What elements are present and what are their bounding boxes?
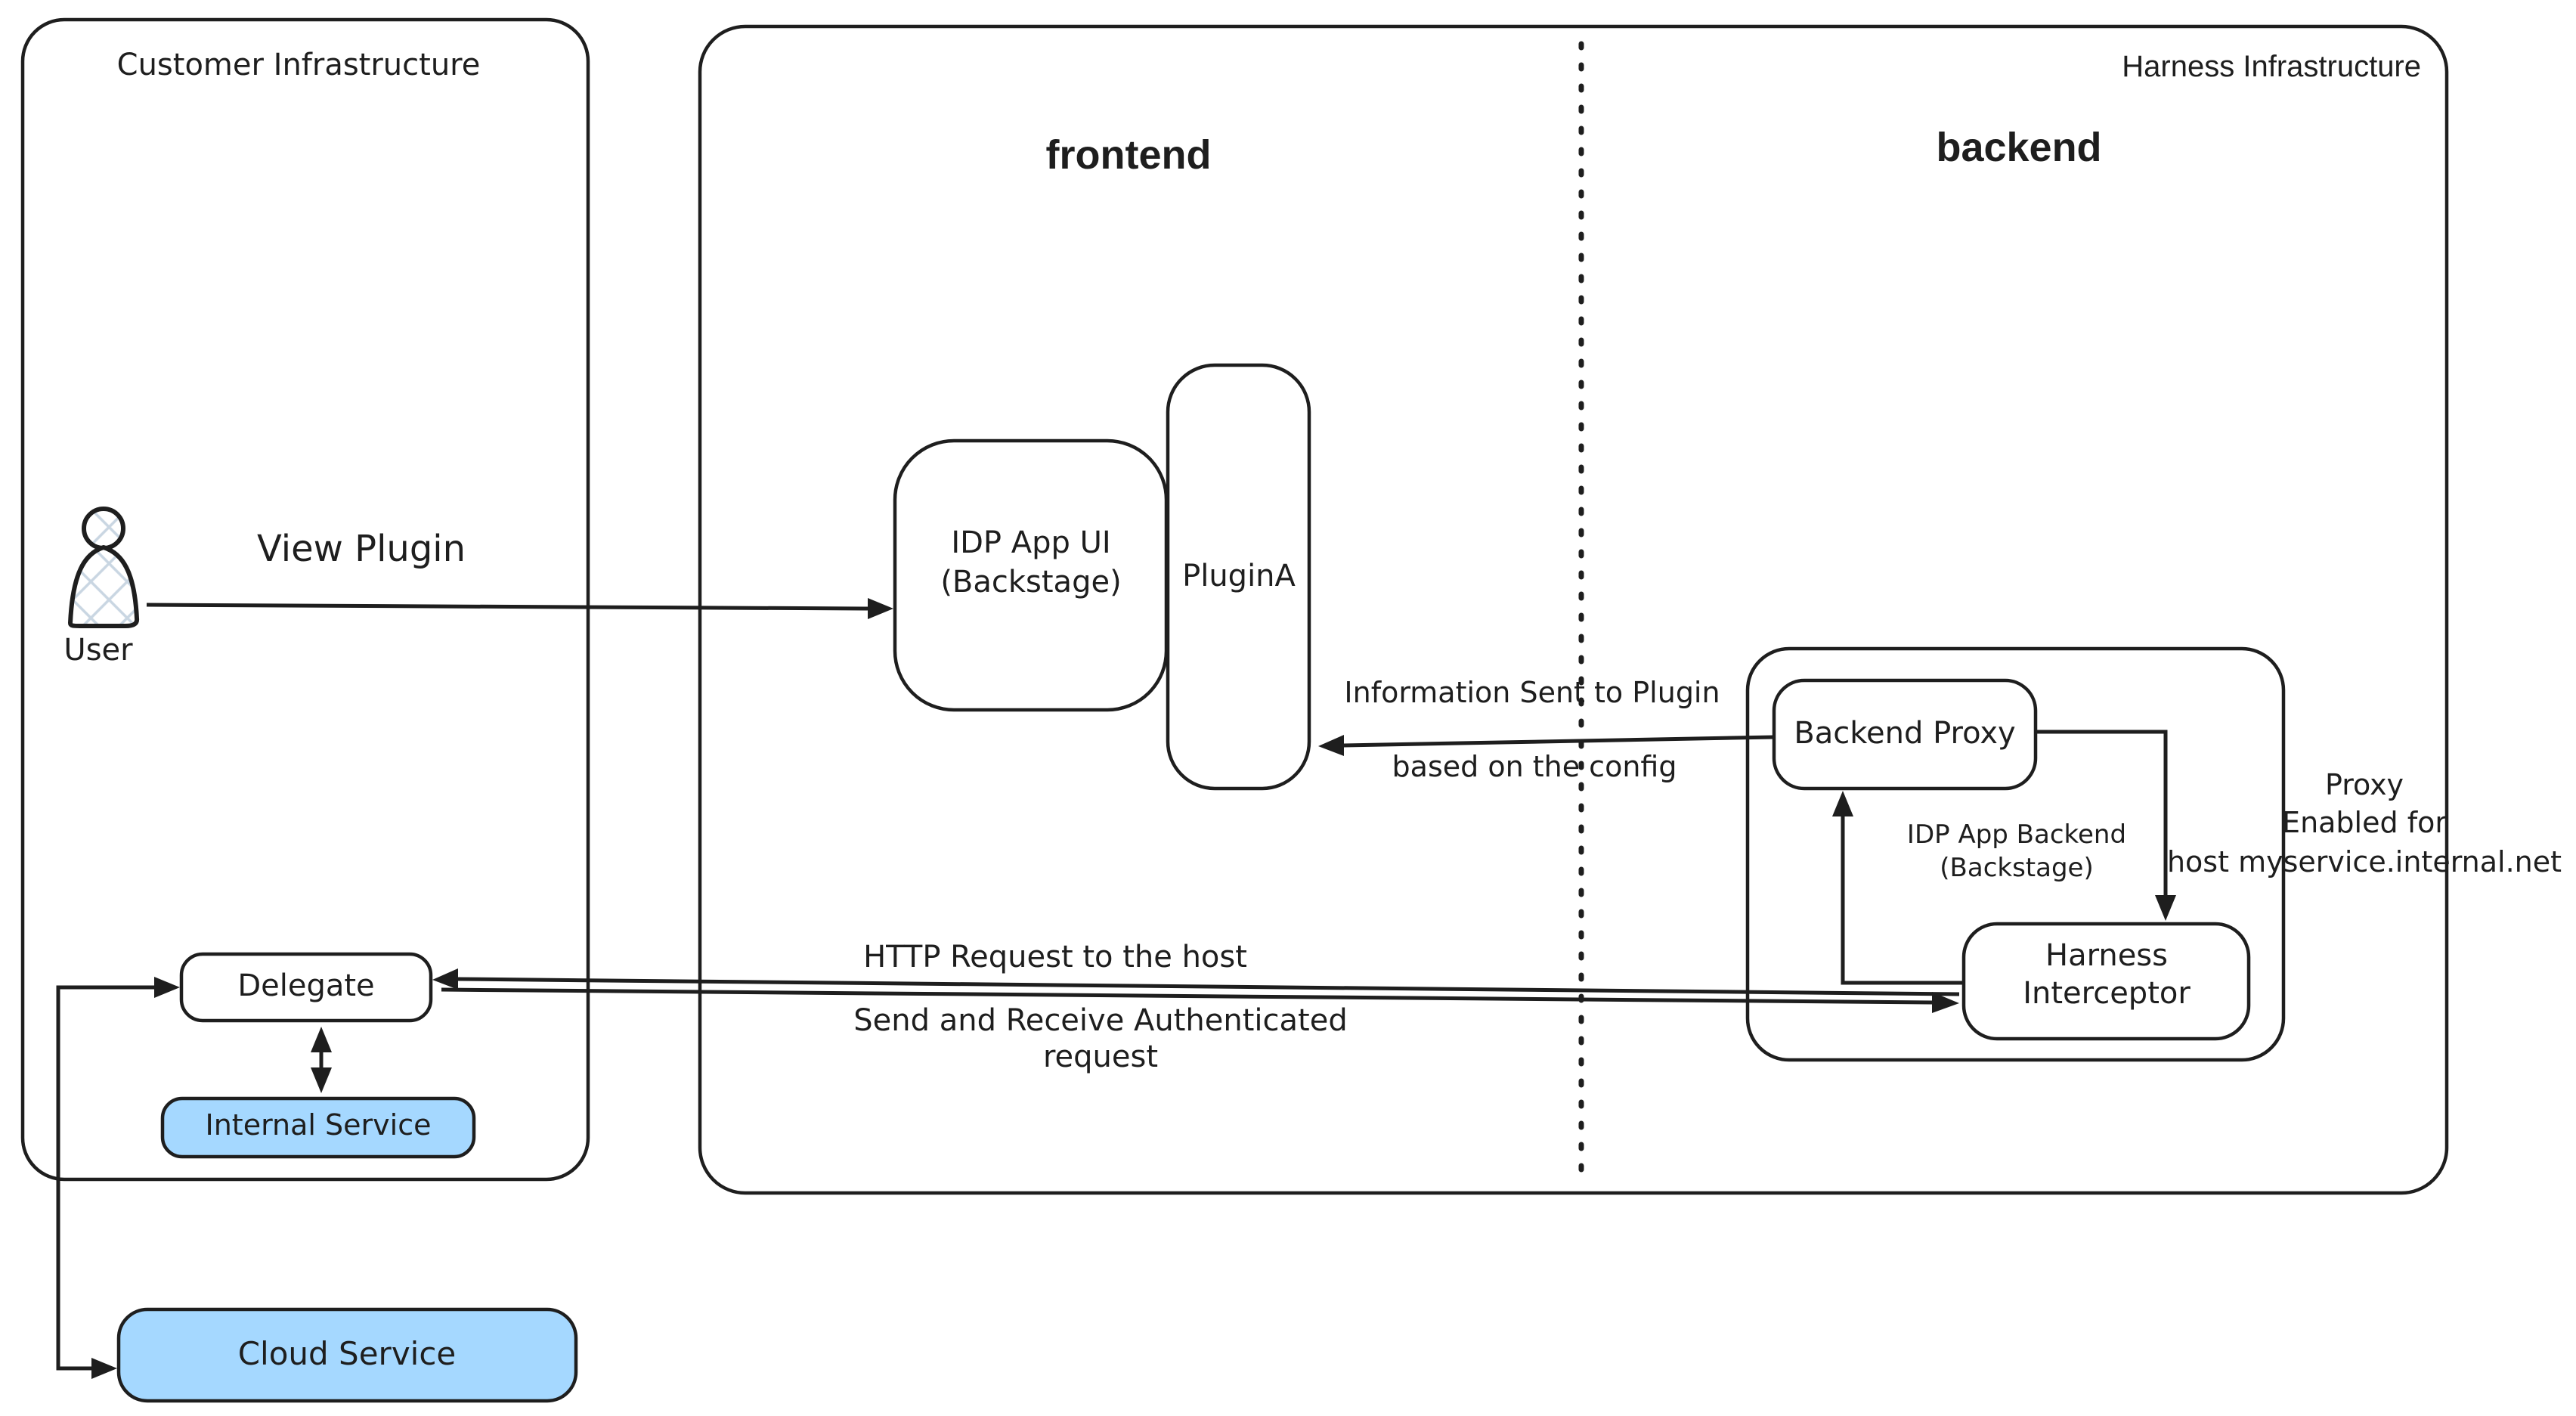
view-plugin-annotation: View Plugin [256,528,466,570]
idp-app-ui-label-line2: (Backstage) [940,565,1122,600]
send-receive-annotation-line1: Send and Receive Authenticated [853,1003,1348,1038]
backend-proxy-label: Backend Proxy [1794,716,2016,751]
proxy-note-line2: Enabled for [2282,806,2447,839]
user-icon [68,507,140,628]
info-sent-annotation-line2: based on the config [1392,750,1677,783]
idp-app-backend-label-line1: IDP App Backend [1906,820,2127,850]
customer-infrastructure-box [20,17,590,1182]
idp-app-backend-label-line2: (Backstage) [1940,853,2094,883]
backend-proxy-box [1772,678,2038,791]
delegate-cloud-service-arrow [56,977,180,1379]
proxy-to-interceptor-arrow [2036,730,2176,921]
info-to-plugin-arrow [1318,735,1775,756]
proxy-note-line1: Proxy [2324,768,2404,801]
delegate-internal-service-arrow [311,1027,332,1093]
harness-interceptor-label-line1: Harness [2045,938,2168,973]
view-plugin-arrow [146,598,893,619]
plugin-a-box [1166,363,1311,791]
delegate-label: Delegate [237,968,375,1003]
interceptor-to-proxy-arrow [1832,791,1964,985]
internal-service-label: Internal Service [205,1108,432,1142]
http-request-annotation: HTTP Request to the host [863,940,1247,974]
user-label: User [63,633,133,668]
info-sent-annotation-line1: Information Sent to Plugin [1344,676,1720,709]
idp-app-ui-label-line1: IDP App UI [951,525,1111,560]
harness-infrastructure-label: Harness Infrastructure [2122,50,2421,83]
customer-infrastructure-label: Customer Infrastructure [116,48,481,82]
send-receive-annotation-line2: request [1042,1040,1159,1074]
delegate-box [179,952,433,1023]
http-request-arrow-to-interceptor [441,987,1959,1013]
frontend-section-label: frontend [1045,132,1212,178]
proxy-note-line3: host myservice.internal.net [2166,845,2562,878]
plugin-a-label: PluginA [1182,559,1296,593]
harness-interceptor-label-line2: Interceptor [2023,976,2191,1011]
cloud-service-label: Cloud Service [237,1335,457,1372]
http-request-arrow-to-delegate [432,968,1960,996]
backend-section-label: backend [1936,125,2102,170]
cloud-service-box [116,1307,578,1403]
internal-service-box [160,1096,476,1159]
